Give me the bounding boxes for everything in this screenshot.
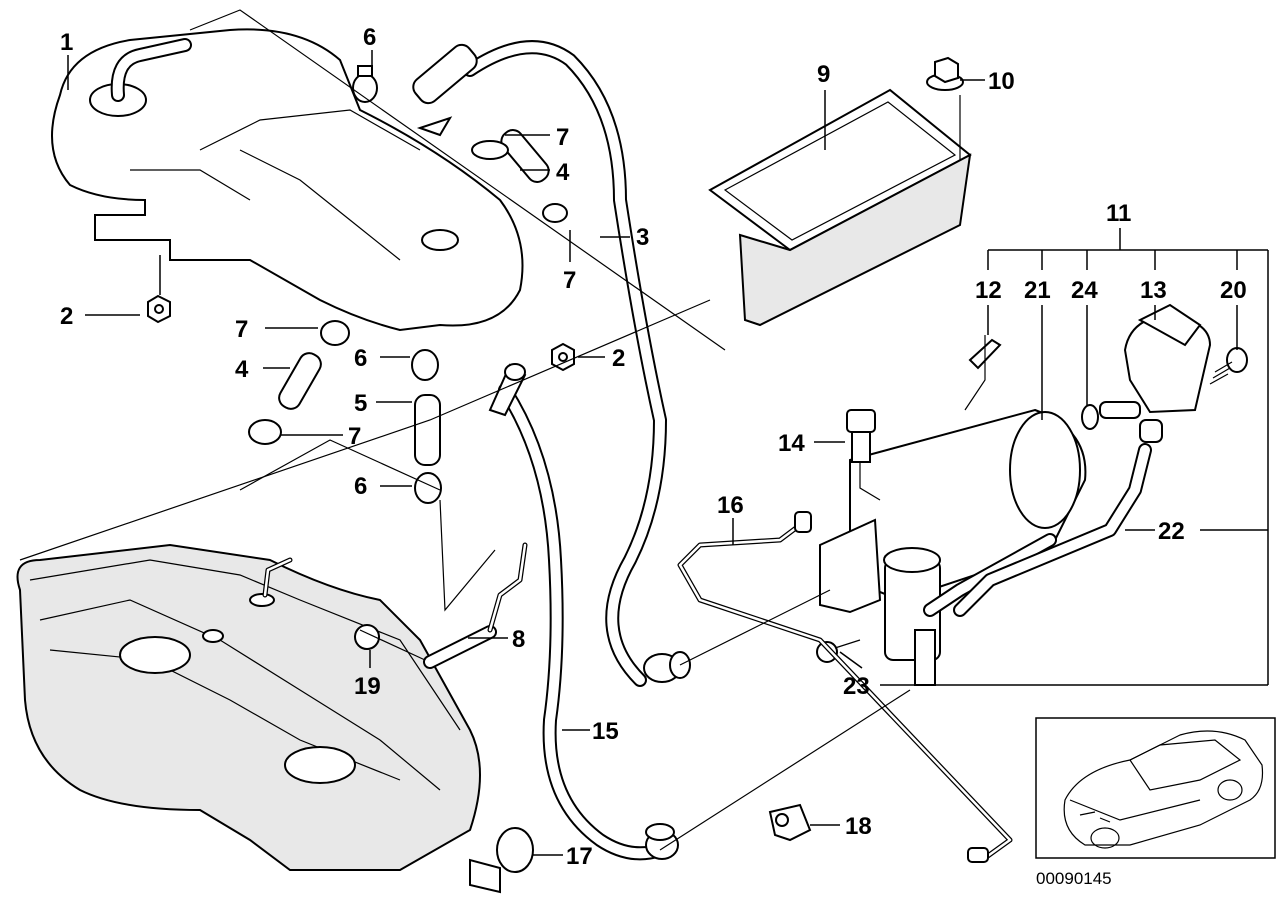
label-1[interactable]: 1 <box>60 29 73 56</box>
holder-bracket-17[interactable] <box>469 827 534 894</box>
reference-number: 00090145 <box>1036 869 1112 888</box>
tank-vent-valve-13[interactable] <box>1099 303 1212 443</box>
part-labels: 1 2 6 3 7 4 7 7 4 7 6 5 6 2 8 19 15 17 1… <box>60 24 1247 870</box>
label-4b[interactable]: 4 <box>235 356 249 383</box>
hose-clamp-6a[interactable] <box>352 65 378 103</box>
label-2b[interactable]: 2 <box>612 345 625 372</box>
hose-clamp-7d[interactable] <box>248 419 282 445</box>
car-thumbnail <box>1035 717 1276 859</box>
screw-spring-20[interactable] <box>1209 347 1248 385</box>
label-10[interactable]: 10 <box>988 68 1015 95</box>
label-7c[interactable]: 7 <box>235 316 248 343</box>
hose-clamp-7a[interactable] <box>471 140 509 160</box>
flange-nut-10[interactable] <box>926 56 964 91</box>
label-14[interactable]: 14 <box>778 430 805 457</box>
clip-18[interactable] <box>768 803 812 842</box>
hose-22[interactable] <box>953 443 1152 617</box>
label-22[interactable]: 22 <box>1158 518 1185 545</box>
grommet-24[interactable] <box>1081 404 1099 430</box>
label-8[interactable]: 8 <box>512 626 525 653</box>
vent-line-hose[interactable] <box>488 363 679 861</box>
vent-hose-long[interactable] <box>409 40 691 687</box>
hose-clamp-6b[interactable] <box>411 349 439 381</box>
label-11[interactable]: 11 <box>1106 200 1131 227</box>
label-19[interactable]: 19 <box>354 673 381 700</box>
label-12[interactable]: 12 <box>975 277 1002 304</box>
hose-clamp-6c[interactable] <box>414 472 442 504</box>
label-20[interactable]: 20 <box>1220 277 1247 304</box>
label-16[interactable]: 16 <box>717 492 744 519</box>
label-24[interactable]: 24 <box>1071 277 1098 304</box>
label-9[interactable]: 9 <box>817 61 830 88</box>
label-17[interactable]: 17 <box>566 843 593 870</box>
label-18[interactable]: 18 <box>845 813 872 840</box>
vent-pipe-8[interactable] <box>423 542 528 669</box>
fuel-tank-lower[interactable] <box>16 543 481 871</box>
label-21[interactable]: 21 <box>1024 277 1051 304</box>
fuel-tank-upper[interactable] <box>51 28 524 332</box>
assembly-lines <box>19 9 986 851</box>
vent-pipe-16[interactable] <box>677 511 1013 863</box>
label-6a[interactable]: 6 <box>363 24 376 51</box>
hose-4-upper[interactable] <box>497 126 552 186</box>
hose-connector-5[interactable] <box>414 394 441 466</box>
screw-23[interactable] <box>816 639 861 663</box>
label-13[interactable]: 13 <box>1140 277 1167 304</box>
label-7b[interactable]: 7 <box>563 267 576 294</box>
label-2a[interactable]: 2 <box>60 303 73 330</box>
hose-clamp-7c[interactable] <box>320 320 350 346</box>
label-4a[interactable]: 4 <box>556 159 570 186</box>
label-7a[interactable]: 7 <box>556 124 569 151</box>
label-6b[interactable]: 6 <box>354 345 367 372</box>
label-5[interactable]: 5 <box>354 390 367 417</box>
label-3[interactable]: 3 <box>636 224 649 251</box>
label-7d[interactable]: 7 <box>348 423 361 450</box>
label-23[interactable]: 23 <box>843 673 870 700</box>
label-15[interactable]: 15 <box>592 718 619 745</box>
hex-nut-2a[interactable] <box>147 294 171 324</box>
leader-lines <box>67 50 1269 856</box>
cover-plate-9[interactable] <box>708 88 972 327</box>
label-6c[interactable]: 6 <box>354 473 367 500</box>
hose-4-lower[interactable] <box>275 350 324 413</box>
hose-clamp-7b[interactable] <box>542 203 568 223</box>
hex-bolt-14[interactable] <box>846 409 876 463</box>
hex-nut-2b[interactable] <box>551 342 575 372</box>
